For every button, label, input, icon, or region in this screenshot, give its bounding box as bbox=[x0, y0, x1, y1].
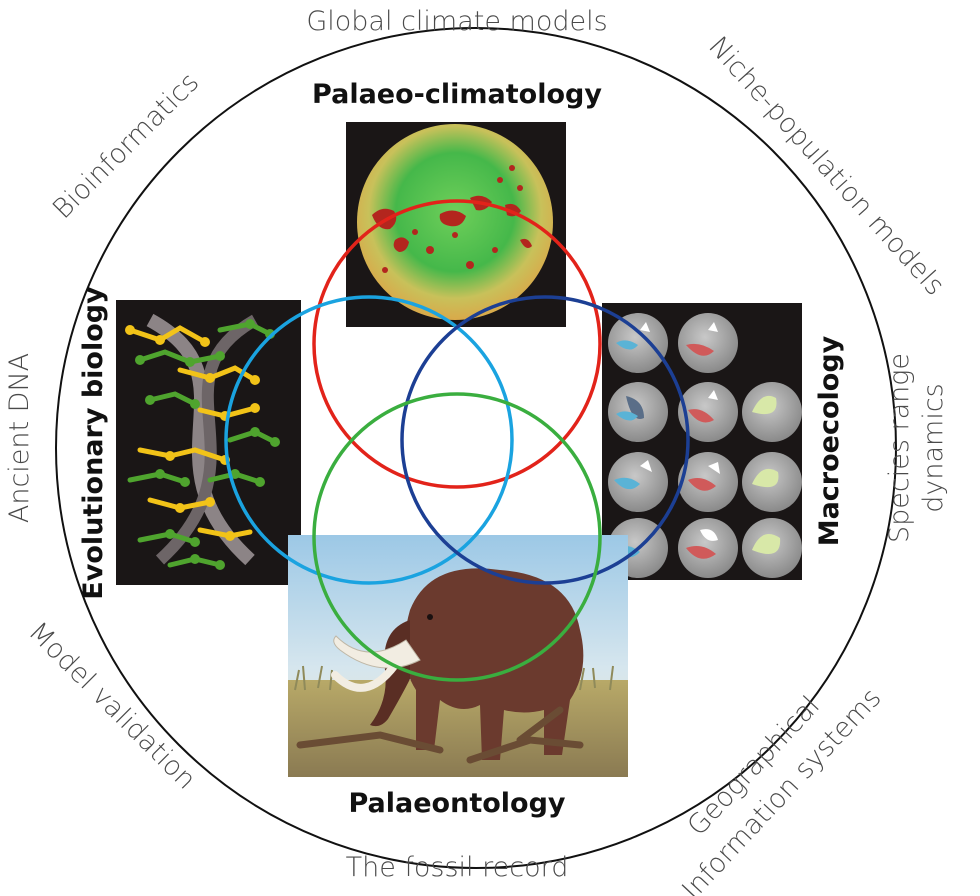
outer-label-model-validation: Model validation bbox=[22, 616, 201, 795]
outer-label-species-range-line2: dynamics bbox=[918, 383, 949, 513]
outer-label-species-range-line1: Species range bbox=[884, 353, 915, 543]
palaeoclimate-globe-image bbox=[346, 122, 566, 327]
range-maps-image bbox=[602, 303, 802, 580]
discipline-label-macroecology: Macroecology bbox=[814, 335, 845, 546]
evolutionary-biology-circle bbox=[224, 295, 514, 585]
dna-helix-image bbox=[116, 300, 301, 585]
outer-label-fossil-record: The fossil record bbox=[346, 852, 569, 883]
mammoth-image bbox=[288, 535, 628, 777]
discipline-label-evolutionary-biology: Evolutionary biology bbox=[78, 286, 109, 600]
palaeo-climatology-circle bbox=[312, 199, 602, 489]
outer-label-bioinformatics: Bioinformatics bbox=[47, 67, 205, 225]
outer-ring bbox=[55, 27, 897, 869]
discipline-label-palaeo-climatology: Palaeo-climatology bbox=[312, 79, 602, 110]
outer-label-ancient-dna: Ancient DNA bbox=[4, 353, 35, 523]
palaeontology-circle bbox=[312, 392, 602, 682]
macroecology-circle bbox=[400, 295, 690, 585]
outer-label-niche-population-models: Niche-population models bbox=[702, 31, 950, 302]
outer-label-global-climate-models: Global climate models bbox=[306, 6, 607, 37]
discipline-label-palaeontology: Palaeontology bbox=[348, 788, 565, 819]
